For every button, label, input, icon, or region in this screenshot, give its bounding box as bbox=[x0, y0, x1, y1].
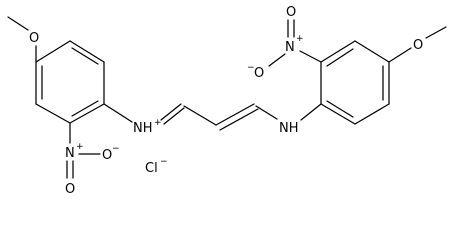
iminium-double-bond bbox=[163, 107, 185, 125]
linker-double-bond bbox=[215, 103, 255, 126]
left-nitro-double-oxygen-label: O bbox=[65, 182, 75, 196]
left-benzene-ring bbox=[35, 40, 105, 124]
right-ring-inner-double-bond bbox=[326, 48, 354, 67]
left-nitro-oxygen-charge: − bbox=[112, 144, 120, 154]
left-ring-inner-double-bond bbox=[71, 100, 99, 117]
left-ring-bond bbox=[35, 103, 71, 124]
linker-double-bond bbox=[219, 108, 259, 131]
left-ring-to-iminium-bond bbox=[103, 103, 133, 123]
right-nitro-oxygen-label: O bbox=[254, 66, 264, 81]
left-ring-inner-double-bond bbox=[71, 47, 99, 65]
left-nitro-charge: + bbox=[76, 142, 84, 152]
left-methoxy-oxygen-label: O bbox=[29, 31, 39, 46]
right-nitro-bond bbox=[299, 50, 322, 63]
right-nitro-double-oxygen-label: O bbox=[286, 5, 296, 20]
right-methyl-bond bbox=[425, 26, 447, 39]
chemical-structure-diagram: O N + O − O NH + NH O N + O O − bbox=[7, 5, 447, 196]
left-nitro-oxygen-label: O bbox=[102, 148, 112, 163]
chloride-counterion-charge: − bbox=[160, 157, 168, 167]
right-nitro-oxygen-bond bbox=[268, 53, 286, 67]
amine-to-right-ring-bond bbox=[300, 103, 322, 121]
iminium-charge: + bbox=[154, 118, 162, 128]
right-ring-bond bbox=[354, 40, 390, 63]
left-ring-bond bbox=[35, 40, 71, 63]
right-ring-inner-double-bond bbox=[326, 100, 354, 118]
right-methoxy-bond bbox=[388, 47, 412, 63]
left-ring-bond bbox=[69, 40, 105, 63]
left-methyl-bond bbox=[7, 16, 29, 31]
right-nitro-oxygen-charge: − bbox=[247, 63, 255, 73]
linker-single-bond bbox=[183, 105, 217, 126]
linker-to-amine-bond bbox=[255, 105, 278, 120]
amine-nitrogen-label: NH bbox=[279, 121, 299, 136]
right-methoxy-oxygen-label: O bbox=[413, 38, 423, 53]
right-ring-bond bbox=[354, 103, 390, 125]
right-ring-bond bbox=[320, 40, 356, 63]
iminium-double-bond bbox=[160, 103, 182, 121]
iminium-nitrogen-label: NH bbox=[133, 121, 153, 136]
left-nitro-nitrogen-label: N bbox=[65, 146, 75, 161]
left-ring-bond bbox=[69, 103, 105, 124]
right-nitro-charge: + bbox=[296, 34, 304, 44]
right-nitro-nitrogen-label: N bbox=[285, 40, 295, 55]
right-ring-bond bbox=[320, 103, 356, 125]
right-benzene-ring bbox=[320, 40, 390, 125]
chloride-counterion-label: Cl bbox=[145, 161, 158, 176]
